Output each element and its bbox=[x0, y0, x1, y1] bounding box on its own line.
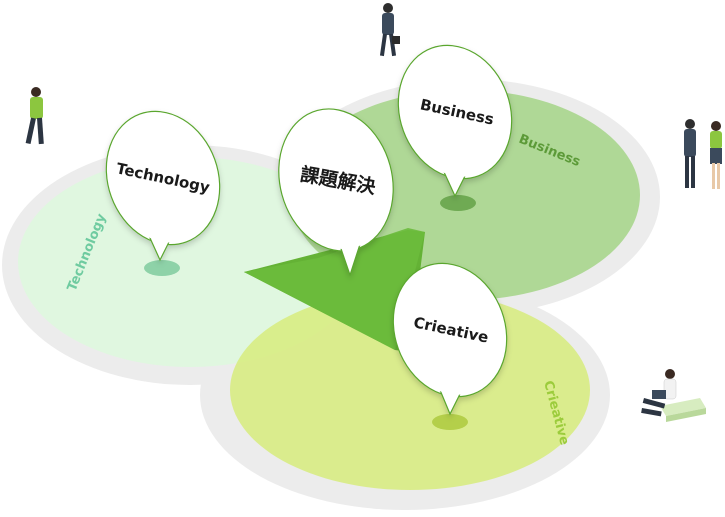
creative-bubble-shadow bbox=[432, 414, 468, 430]
business-bubble-shadow bbox=[440, 195, 476, 211]
technology-bubble-shadow bbox=[144, 260, 180, 276]
technology-circle bbox=[18, 157, 362, 367]
arrow-icon bbox=[244, 228, 425, 352]
technology-bubble bbox=[105, 110, 221, 262]
center-bubble bbox=[278, 108, 394, 277]
business-couple-icon bbox=[684, 119, 722, 189]
person-laptop-icon bbox=[641, 369, 706, 422]
person-walking-icon bbox=[379, 3, 400, 57]
person-phone-icon bbox=[25, 87, 44, 145]
business-bubble bbox=[397, 44, 513, 198]
creative-bubble bbox=[392, 262, 508, 416]
